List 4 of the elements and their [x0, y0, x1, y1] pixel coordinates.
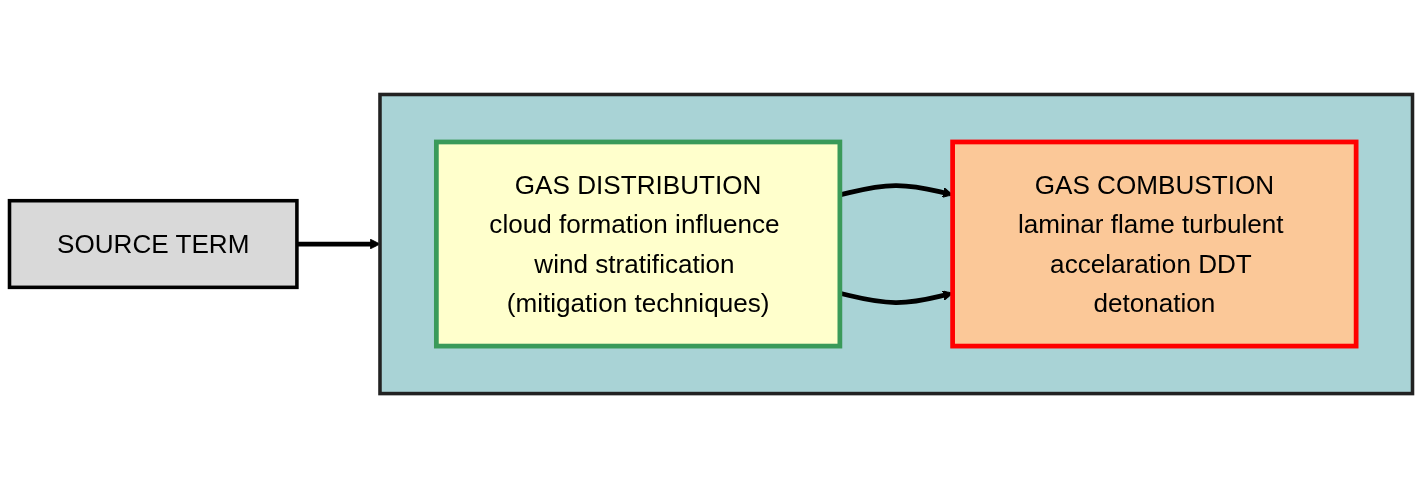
node-box: GAS DISTRIBUTION cloud formation influence wind stratification (mitigation techniques): [434, 139, 843, 349]
cluster: [378, 92, 1415, 396]
node-box: GAS COMBUSTION laminar flame turbulent accelaration DDT detonation: [950, 139, 1359, 349]
node-box: SOURCE TERM: [7, 198, 299, 290]
